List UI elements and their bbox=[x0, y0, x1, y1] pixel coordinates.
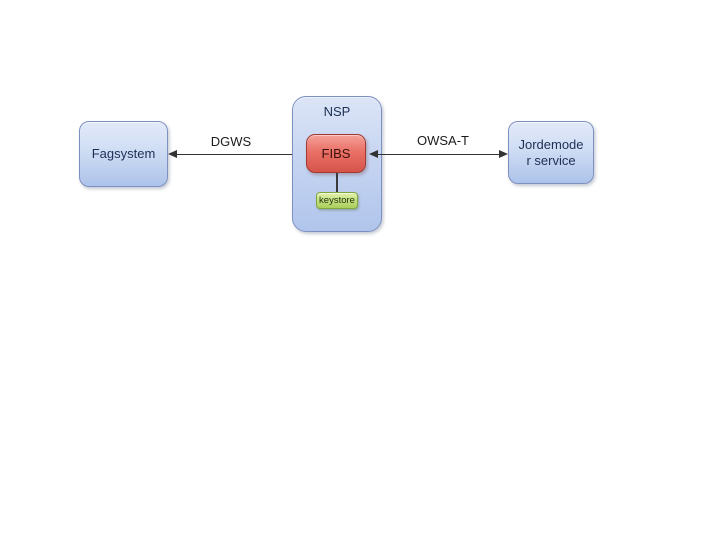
node-jordemoder-service: Jordemode r service bbox=[508, 121, 594, 184]
connector-fibs-keystore bbox=[336, 173, 338, 193]
arrow-shaft bbox=[377, 153, 500, 156]
arrowhead-right-icon bbox=[499, 150, 508, 158]
node-jordemoder-label-line1: Jordemode bbox=[518, 136, 584, 152]
edge-label-owsat: OWSA-T bbox=[417, 133, 469, 148]
node-keystore: keystore bbox=[316, 192, 358, 209]
node-fagsystem-label: Fagsystem bbox=[91, 146, 156, 161]
node-nsp-label: NSP bbox=[323, 104, 351, 119]
edge-label-dgws: DGWS bbox=[210, 134, 252, 149]
arrowhead-left-icon bbox=[168, 150, 177, 158]
node-jordemoder-label-line2: r service bbox=[526, 152, 576, 168]
arrow-shaft bbox=[176, 153, 300, 156]
node-keystore-label: keystore bbox=[319, 195, 355, 206]
node-fibs-label: FIBS bbox=[321, 146, 351, 161]
arrowhead-left-icon bbox=[369, 150, 378, 158]
arrow-owsat bbox=[369, 148, 508, 162]
arrow-dgws bbox=[168, 148, 308, 162]
node-fagsystem: Fagsystem bbox=[79, 121, 168, 187]
node-fibs: FIBS bbox=[306, 134, 366, 173]
